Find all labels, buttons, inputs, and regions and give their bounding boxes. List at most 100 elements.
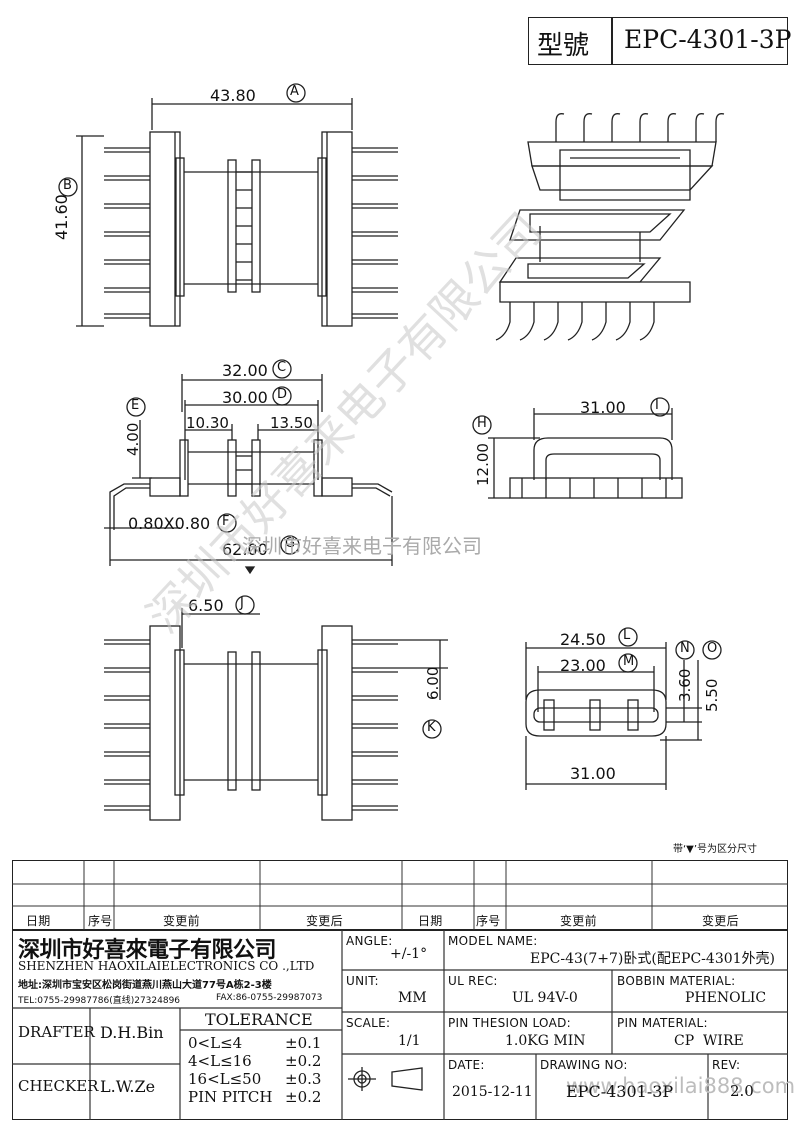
dim-o-value: 5.50 xyxy=(703,678,721,712)
dimension-note: 带‘▼’号为区分尺寸 xyxy=(673,844,758,855)
scale-label: SCALE: xyxy=(346,1016,391,1030)
tolerance-range-1: 0<L≤4 xyxy=(188,1034,243,1052)
model-name-value: EPC-43(7+7)卧式(配EPC-4301外壳) xyxy=(530,951,775,967)
dim-d2-value: 13.50 xyxy=(270,414,313,432)
tolerance-range-2: 4<L≤16 xyxy=(188,1052,252,1070)
dim-e-tag: E xyxy=(131,398,140,413)
drawing-no-label: DRAWING NO: xyxy=(540,1058,628,1072)
dim-i-tag: I xyxy=(655,398,659,413)
dim-g-tag: G xyxy=(285,536,296,551)
rev-header-date-1: 日期 xyxy=(26,914,51,928)
company-fax: FAX:86-0755-29987073 xyxy=(216,993,323,1003)
dim-b-value: 41.60 xyxy=(52,194,71,240)
rev-label: REV: xyxy=(712,1058,741,1072)
rev-header-after-1: 变更后 xyxy=(306,914,343,928)
checker-label: CHECKER xyxy=(18,1077,99,1095)
bobbin-material-label: BOBBIN MATERIAL: xyxy=(617,974,736,988)
dim-d-tag: D xyxy=(277,387,288,402)
watermark-horizontal: 深圳市好喜来电子有限公司 xyxy=(242,534,482,558)
bottom-view xyxy=(104,595,448,821)
tolerance-value-3: ±0.3 xyxy=(285,1070,322,1088)
rev-header-date-2: 日期 xyxy=(418,914,443,928)
dim-k-value: 6.00 xyxy=(424,666,442,700)
title-divider xyxy=(611,17,613,65)
dim-m-tag: M xyxy=(623,654,635,669)
dim-a-tag: A xyxy=(290,84,299,99)
rev-header-no-1: 序号 xyxy=(88,914,113,928)
dim-i-value: 31.00 xyxy=(580,398,626,417)
angle-label: ANGLE: xyxy=(346,934,393,948)
rev-header-no-2: 序号 xyxy=(476,914,501,928)
side-view xyxy=(472,397,683,499)
ul-rec-label: UL REC: xyxy=(448,974,498,988)
dim-h-tag: H xyxy=(477,416,487,431)
rev-header-before-1: 变更前 xyxy=(163,914,200,928)
dim-h-value: 12.00 xyxy=(474,443,492,486)
dim-c-value: 32.00 xyxy=(222,361,268,380)
company-address: 地址:深圳市宝安区松岗街道燕川燕山大道77号A栋2-3楼 xyxy=(18,980,272,991)
bobbin-material-value: PHENOLIC xyxy=(685,990,767,1006)
tolerance-value-2: ±0.2 xyxy=(285,1052,322,1070)
company-tel: TEL:0755-29987786(直线)27324896 xyxy=(18,996,181,1006)
rev-header-after-2: 变更后 xyxy=(702,914,739,928)
date-label: DATE: xyxy=(448,1058,485,1072)
technical-drawing xyxy=(58,83,725,821)
scale-value: 1/1 xyxy=(398,1033,421,1049)
dim-m-value: 23.00 xyxy=(560,656,606,675)
revision-table xyxy=(12,860,788,930)
pin-material-label: PIN MATERIAL: xyxy=(617,1016,708,1030)
isometric-view xyxy=(495,113,725,341)
pin-load-value: 1.0KG MIN xyxy=(505,1033,586,1049)
revision-grid xyxy=(12,860,788,930)
title-block xyxy=(12,930,788,1120)
drafter-label: DRAFTER xyxy=(18,1023,95,1041)
dim-j-tag: J xyxy=(240,596,244,611)
projection-symbol-icon xyxy=(348,1067,423,1091)
date-value: 2015-12-11 xyxy=(452,1084,533,1100)
site-watermark: www.haoxilai888.com xyxy=(566,1074,796,1098)
dim-n-value: 3.60 xyxy=(676,668,694,702)
angle-value: +/-1° xyxy=(390,946,428,962)
dim-c-tag: C xyxy=(277,360,287,375)
top-view xyxy=(58,83,398,327)
tolerance-title: TOLERANCE xyxy=(205,1010,313,1029)
dim-f-tag: F xyxy=(222,514,230,529)
pin-material-value: CP WIRE xyxy=(674,1033,744,1049)
model-label: 型號 xyxy=(537,31,590,61)
dim-l-value: 24.50 xyxy=(560,630,606,649)
tolerance-value-1: ±0.1 xyxy=(285,1034,322,1052)
company-name-cn: 深圳市好喜來電子有限公司 xyxy=(18,937,277,963)
dim-f-value: 0.80X0.80 xyxy=(128,514,211,533)
dim-l-tag: L xyxy=(623,628,631,643)
dim-e-value: 4.00 xyxy=(124,422,142,456)
title-block-model xyxy=(528,17,788,65)
dim-o-tag: O xyxy=(707,641,718,656)
model-name-label: MODEL NAME: xyxy=(448,934,538,948)
company-name-en: SHENZHEN HAOXILAIELECTRONICS CO .,LTD xyxy=(18,959,315,973)
dim-bottom-width: 31.00 xyxy=(570,764,616,783)
dim-b-tag: B xyxy=(63,178,72,193)
dim-d1-value: 10.30 xyxy=(186,414,229,432)
unit-value: MM xyxy=(398,990,427,1006)
unit-label: UNIT: xyxy=(346,974,379,988)
title-block-grid xyxy=(12,930,788,1120)
model-value: EPC-4301-3P xyxy=(624,25,792,54)
dim-g-value: 62.00 xyxy=(222,540,268,559)
drawing-no-value: EPC-4301-3P xyxy=(566,1082,674,1101)
front-view xyxy=(104,359,393,575)
tolerance-value-4: ±0.2 xyxy=(285,1088,322,1106)
pin-load-label: PIN THESION LOAD: xyxy=(448,1016,571,1030)
tolerance-range-3: 16<L≤50 xyxy=(188,1070,262,1088)
drafter-value: D.H.Bin xyxy=(100,1023,164,1042)
end-view xyxy=(525,627,722,790)
checker-value: L.W.Ze xyxy=(100,1077,156,1096)
dim-j-value: 6.50 xyxy=(188,596,224,615)
dim-k-tag: K xyxy=(427,720,436,735)
dim-n-tag: N xyxy=(680,641,690,656)
rev-value: 2.0 xyxy=(730,1082,754,1100)
rev-header-before-2: 变更前 xyxy=(560,914,597,928)
tolerance-range-4: PIN PITCH xyxy=(188,1088,273,1106)
dim-d-value: 30.00 xyxy=(222,388,268,407)
dim-a-value: 43.80 xyxy=(210,86,256,105)
ul-rec-value: UL 94V-0 xyxy=(512,990,578,1006)
